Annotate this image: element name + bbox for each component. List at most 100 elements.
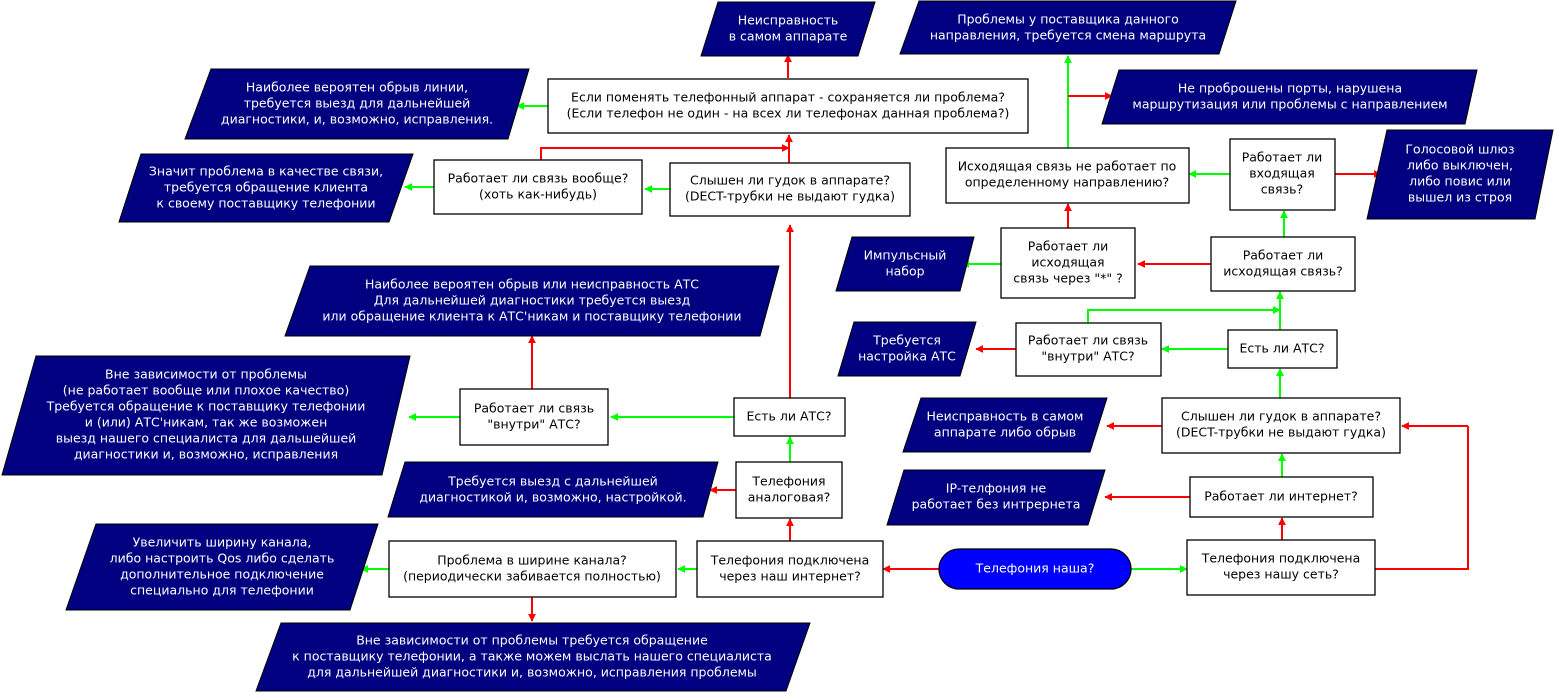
label-line: Телефония (751, 474, 825, 489)
label-line: требуется выезд для дальнейшей (244, 96, 471, 111)
label-line: выезд нашего специалиста для дальшейшей (56, 431, 357, 446)
label-line: IP-телфония не (946, 481, 1047, 496)
label-line: Слышен ли гудок в аппарате? (1181, 409, 1381, 424)
label-line: Голосовой шлюз (1405, 142, 1514, 157)
label-line: определенному направлению? (965, 175, 1169, 190)
label-line: к поставщику телефонии, а также можем вы… (292, 649, 772, 664)
label-line: Требуется обращение к поставщику телефон… (46, 399, 366, 414)
label-line: и (или) АТС'никам, так же возможен (85, 415, 328, 430)
label-line: через нашу сеть? (1223, 567, 1339, 582)
label-line: работает без интрернета (912, 497, 1081, 512)
question-pbx-right: Есть ли АТС? (1239, 341, 1324, 356)
label-line: Неисправность в самом (927, 409, 1084, 424)
label-line: в самом аппарате (729, 29, 848, 44)
label-line: связь? (1261, 182, 1303, 197)
label-line: диагностики, и, возможно, исправления. (221, 112, 493, 127)
result-pbx-fault: Наиболее вероятен обрыв или неисправност… (322, 277, 741, 324)
label-line: вышел из строя (1408, 190, 1512, 205)
label-line: (не работает вообще или плохое качество) (63, 383, 349, 398)
label-line: Есть ли АТС? (1239, 341, 1324, 356)
label-line: Работает ли связь (1028, 333, 1148, 348)
label-line: Телефония подключена (1201, 551, 1361, 566)
label-line: Слышен ли гудок в аппарате? (690, 173, 890, 188)
result-line-break: Наиболее вероятен обрыв линии,требуется … (221, 80, 493, 127)
label-line: Требуется (872, 333, 941, 348)
result-regardless: Вне зависимости от проблемы(не работает … (46, 367, 366, 462)
question-works-at-all: Работает ли связь вообще?(хоть как-нибуд… (448, 171, 629, 202)
label-line: Работает ли связь вообще? (448, 171, 629, 186)
label-line: Для дальнейшей диагностики требуется вые… (374, 293, 690, 308)
label-line: (Если телефон не один - на всех ли телеф… (567, 106, 1010, 121)
label-line: "внутри" АТС? (487, 417, 580, 432)
label-line: "внутри" АТС? (1041, 349, 1134, 364)
question-phone-swap: Если поменять телефонный аппарат - сохра… (567, 90, 1010, 121)
question-boxes: Если поменять телефонный аппарат - сохра… (388, 78, 1401, 598)
result-provider-contact: Вне зависимости от проблемы требуется об… (292, 633, 772, 680)
question-dial-tone-right: Слышен ли гудок в аппарате?(DECT-трубки … (1176, 409, 1386, 440)
label-line: исходящая связь? (1223, 264, 1343, 279)
start-label: Телефония наша? (975, 561, 1095, 576)
label-line: Работает ли (1242, 150, 1323, 165)
question-pbx-left: Есть ли АТС? (746, 409, 831, 424)
label-line: Телефония подключена (710, 553, 870, 568)
label-line: Работает ли связь (474, 401, 594, 416)
label-line: (периодически забивается полностью) (403, 569, 661, 584)
label-line: либо повис или (1409, 174, 1511, 189)
label-line: Если поменять телефонный аппарат - сохра… (571, 90, 1005, 105)
connectors (360, 54, 1469, 622)
start-node[interactable]: Телефония наша? (938, 548, 1132, 590)
label-line: Вне зависимости от проблемы требуется об… (356, 633, 708, 648)
label-line: Требуется выезд с дальнейшей (447, 474, 658, 489)
label-line: Вне зависимости от проблемы (105, 367, 307, 382)
result-bandwidth: Увеличить ширину канала,либо настроить Q… (110, 535, 335, 598)
arrow-works-to-swap (540, 144, 790, 160)
label-line: (хоть как-нибудь) (479, 187, 597, 202)
question-internal-left: Работает ли связь"внутри" АТС? (474, 401, 594, 432)
label-line: связь через "*" ? (1013, 271, 1122, 286)
label-line: Наиболее вероятен обрыв линии, (246, 80, 468, 95)
label-line: Значит проблема в качестве связи, (149, 164, 383, 179)
label-line: Есть ли АТС? (746, 409, 831, 424)
label-line: Работает ли (1028, 239, 1109, 254)
label-line: через наш интернет? (719, 569, 861, 584)
label-line: исходящая (1031, 255, 1104, 270)
question-internet: Работает ли интернет? (1204, 489, 1358, 504)
label-line: или обращение клиента к АТС'никам и пост… (322, 309, 741, 324)
label-line: Работает ли (1243, 248, 1324, 263)
question-internal-right: Работает ли связь"внутри" АТС? (1028, 333, 1148, 364)
result-quality: Значит проблема в качестве связи,требует… (149, 164, 383, 211)
label-line: (DECT-трубки не выдают гудка) (685, 189, 895, 204)
label-line: Увеличить ширину канала, (133, 535, 312, 550)
arrow-network-yes-line (1375, 426, 1469, 570)
label-line: Проблемы у поставщика данного (957, 12, 1179, 27)
label-line: требуется обращение клиента (164, 180, 368, 195)
label-line: Наиболее вероятен обрыв или неисправност… (365, 277, 699, 292)
label-line: либо настроить Qos либо сделать (110, 551, 335, 566)
label-line: настройка АТС (858, 349, 956, 364)
label-line: Исходящая связь не работает по (958, 159, 1177, 174)
label-line: аналоговая? (748, 490, 831, 505)
question-bandwidth: Проблема в ширине канала?(периодически з… (403, 553, 661, 584)
label-line: либо выключен, (1407, 158, 1513, 173)
label-line: входящая (1249, 166, 1315, 181)
label-line: Не проброшены порты, нарушена (1178, 81, 1402, 96)
label-line: диагностики и, возможно, исправления (74, 447, 338, 462)
label-line: диагностикой и, возможно, настройкой. (419, 490, 686, 505)
